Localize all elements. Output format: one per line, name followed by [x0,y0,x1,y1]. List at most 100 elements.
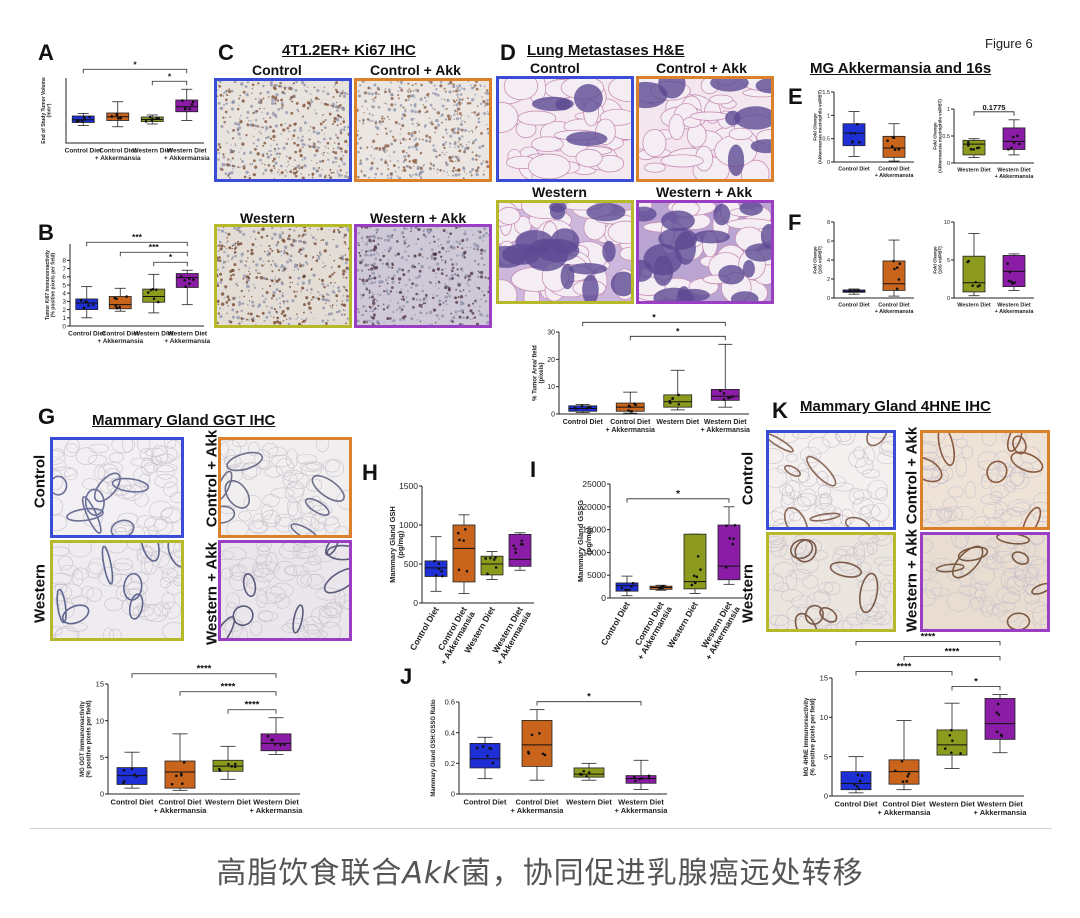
ggt-image-control [50,437,184,538]
data-point [527,752,531,755]
data-point [587,771,591,774]
data-point [891,135,895,139]
x-tick-label: Western Diet+ Akkermansia [164,331,210,345]
significance-bracket [131,673,277,678]
data-point [1011,282,1014,285]
box-rect [882,260,906,291]
box-1 [116,751,148,789]
data-point [853,131,857,135]
data-point [857,787,861,791]
data-point [433,559,436,563]
significance-bracket [951,686,1001,691]
data-point [647,774,651,778]
data-point [731,542,735,546]
significance-label: * [676,326,680,336]
data-point [997,713,1001,716]
box-rect [480,555,504,576]
y-tick-label: 0.5 [822,137,830,143]
data-point [489,747,493,750]
data-point [1018,142,1021,146]
significance-label: * [587,692,591,703]
data-point [541,752,545,756]
data-point [1007,148,1010,151]
data-point [732,537,735,541]
x-tick-label: Control Diet [835,800,878,809]
y-tick-label: 1500 [399,481,418,491]
panel-letter-j: J [400,664,413,689]
y-tick-label: 2 [827,277,830,283]
box-rect [260,733,292,752]
data-point [719,389,722,393]
data-point [853,783,856,786]
data-point [966,141,970,144]
y-axis-label: % Tumor Area/ field(pixels) [533,345,546,401]
data-point [690,583,694,587]
box-2 [888,720,920,791]
y-tick-label: 0.2 [445,759,455,768]
data-point [856,773,860,777]
box-rect [842,123,866,147]
data-point [218,769,222,773]
data-point [149,288,153,292]
x-tick-label: Western Diet [205,798,251,807]
data-point [893,769,897,773]
micrograph-texture [499,203,631,301]
data-point [668,401,672,405]
box-2 [882,123,906,162]
data-point [628,588,631,592]
4hne-image-western-akk [920,532,1050,632]
box-rect [469,743,501,769]
data-point [632,775,636,779]
data-point [695,575,699,579]
data-point [146,291,150,294]
panel-d-label-western-akk: Western + Akk [656,184,753,200]
box-1 [962,138,986,158]
box-1 [840,756,872,794]
panel-letter-d: D [500,40,516,65]
data-point [677,402,681,406]
data-point [184,107,187,111]
x-tick-label: Control Diet+ Akkermansia [97,331,143,345]
y-tick-label: 0.6 [445,698,455,707]
x-tick-label: Control Diet+ Akkermansia [154,798,208,816]
data-point [77,119,80,122]
data-point [463,528,467,531]
box-rect [142,288,166,303]
data-point [951,739,954,743]
he-image-control-akk [636,76,774,182]
data-point [1016,134,1019,138]
data-point [462,539,465,542]
data-point [157,116,160,120]
micrograph-texture [217,227,349,325]
box-4 [260,717,292,755]
significance-label: **** [945,647,960,658]
chart-a-svg: End of Study Tumor Volume(mm³)Control Di… [41,59,210,162]
data-point [996,702,1000,706]
x-tick-label: Control Diet+ Akkermansia [878,800,932,818]
panel-d-label-control: Control [530,60,580,76]
data-point [627,409,630,412]
data-point [1007,279,1011,283]
significance-bracket [86,241,188,247]
data-point [170,782,174,786]
he-image-western [496,200,634,304]
box-2 [882,239,906,297]
4hne-image-western [766,532,896,632]
data-point [966,144,970,147]
data-point [585,407,589,410]
data-point [82,306,86,310]
micrograph-texture [53,543,181,638]
significance-bracket [179,691,277,696]
x-tick-label: Control Diet+ Akkermansia [606,419,655,434]
x-tick-label: Western Diet [656,419,699,426]
significance-label: **** [921,632,936,643]
data-point [858,140,861,144]
data-point [494,566,498,569]
y-tick-label: 0 [601,593,606,603]
data-point [125,295,128,298]
